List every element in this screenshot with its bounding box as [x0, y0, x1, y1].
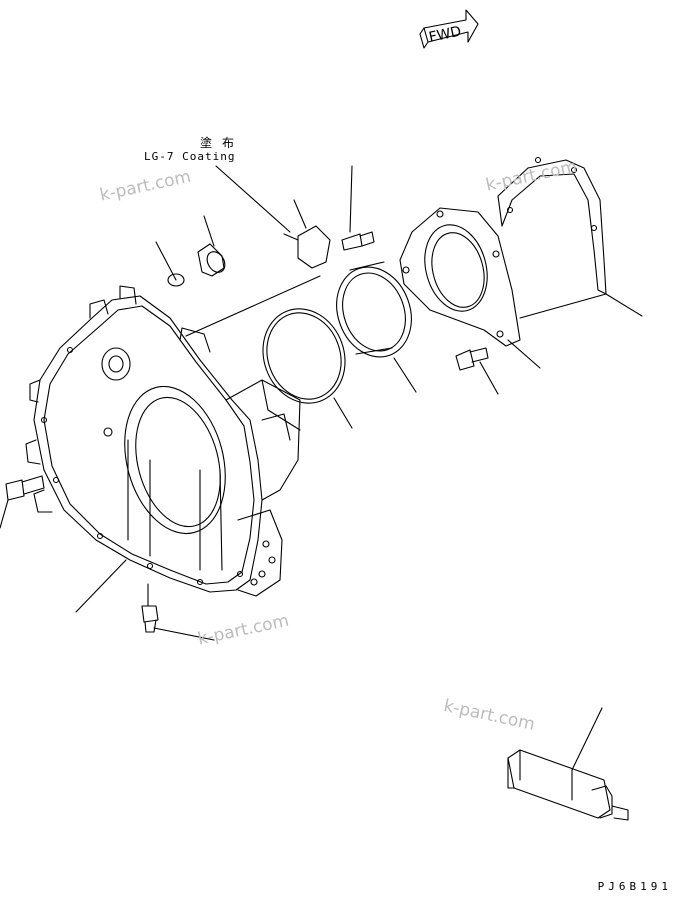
bolt-top [341, 231, 375, 251]
installation-tool [507, 749, 629, 821]
bolt-housing [455, 347, 489, 371]
flywheel-housing [25, 285, 301, 597]
oil-seal [336, 261, 412, 358]
coating-label-en: LG-7 Coating [144, 150, 236, 163]
cover-plate [283, 225, 331, 269]
gasket [497, 156, 607, 295]
leader-lines [0, 165, 643, 771]
o-ring-small [167, 273, 185, 287]
fwd-arrow-icon: FWD [419, 9, 479, 49]
fwd-label: FWD [428, 23, 463, 45]
plug [197, 243, 226, 277]
seal-housing [399, 207, 521, 347]
bolt-left [5, 475, 45, 501]
figure-code: PJ6B191 [597, 880, 672, 893]
coating-label-jp: 塗布 [200, 136, 245, 150]
o-ring-large [262, 308, 346, 404]
drain-fitting [141, 583, 159, 633]
